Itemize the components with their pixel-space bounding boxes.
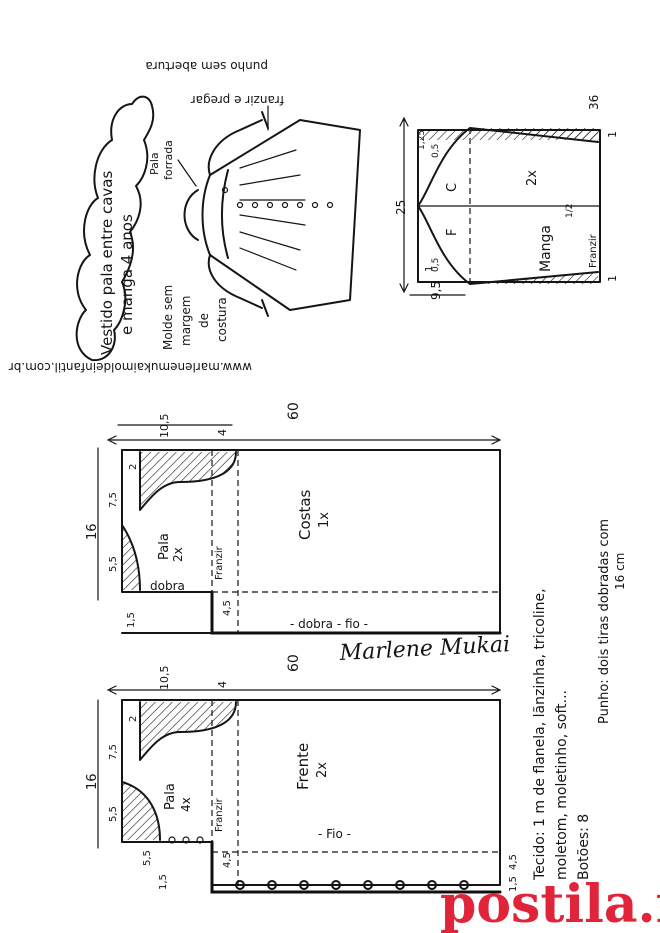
front-dim-10-5: 10,5 bbox=[158, 666, 171, 691]
front-fio: - Fio - bbox=[318, 827, 351, 841]
sleeve-dim-0-5b: 0,5 bbox=[431, 258, 441, 272]
sleeve-label: Manga bbox=[538, 225, 554, 272]
front-franzir: Franzir bbox=[214, 797, 225, 832]
front-dim-4-5b: 4,5 bbox=[508, 854, 519, 870]
front-dim-1-5b: 1,5 bbox=[508, 876, 519, 892]
front-dim-5-5a: 5,5 bbox=[108, 806, 119, 822]
back-dim-5-5: 5,5 bbox=[108, 556, 119, 572]
watermark: postila.ru bbox=[440, 874, 660, 933]
front-yoke-label: Pala bbox=[163, 783, 178, 810]
front-dim-7-5: 7,5 bbox=[108, 744, 119, 760]
sleeve-franzir: Franzir bbox=[588, 233, 599, 268]
signature: Marlene Mukai bbox=[338, 632, 511, 666]
back-dim-7-5: 7,5 bbox=[108, 492, 119, 508]
sleeve-dim-1-25: 1,25 bbox=[417, 130, 427, 150]
fabric-line2: moletom, moletinho, soft... bbox=[554, 690, 570, 880]
cuff-note-1: franzir e pregar bbox=[191, 93, 284, 107]
svg-text:postila.ru: postila.ru bbox=[440, 874, 660, 933]
sleeve-pattern: 25 9,5 36 1,25 0,5 0,5 1 1 1 C F 2x Mang… bbox=[394, 95, 619, 300]
front-dim-4: 4 bbox=[216, 681, 229, 688]
back-dobra: dobra bbox=[150, 579, 185, 593]
title-line1: Vestido pala entre cavas bbox=[98, 171, 116, 355]
front-dim-1-5: 1,5 bbox=[158, 874, 169, 890]
dress-sketch: Pala forrada franzir e pregar punho sem … bbox=[145, 59, 361, 317]
back-pattern: 60 10,5 4 2 16 7,5 5,5 1,5 4,5 Pala 2x d… bbox=[85, 402, 502, 635]
back-franzir: Franzir bbox=[214, 545, 225, 580]
sleeve-letter-c: C bbox=[445, 183, 460, 192]
front-yoke-count: 4x bbox=[179, 797, 193, 812]
back-dim-60: 60 bbox=[286, 402, 302, 420]
front-dim-4-5a: 4,5 bbox=[222, 852, 233, 868]
title-line2: e manga 4 anos bbox=[118, 214, 136, 335]
sketch-buttons bbox=[221, 186, 334, 209]
buttons-count: Botões: 8 bbox=[576, 814, 592, 880]
sleeve-dim-1c: 1 bbox=[606, 275, 619, 282]
sleeve-dim-0-5a: 0,5 bbox=[431, 144, 441, 158]
front-pattern: 60 10,5 4 2 16 7,5 5,5 5,5 1,5 4,5 4,5 1… bbox=[85, 654, 519, 894]
back-yoke-label: Pala bbox=[157, 533, 172, 560]
title-cloud: Vestido pala entre cavas e manga 4 anos bbox=[75, 95, 155, 362]
sleeve-dim-1a: 1 bbox=[424, 266, 435, 272]
back-dim-1-5: 1,5 bbox=[126, 612, 137, 628]
svg-text:Molde sem: Molde sem bbox=[161, 285, 175, 350]
collar-label-1: Pala bbox=[148, 152, 161, 175]
cuff-note-2: punho sem abertura bbox=[145, 59, 268, 73]
cuff-line2: 16 cm bbox=[613, 553, 627, 590]
back-yoke-count: 2x bbox=[171, 547, 185, 562]
back-dim-16: 16 bbox=[85, 523, 100, 540]
back-count: 1x bbox=[317, 512, 332, 528]
sleeve-dim-36: 36 bbox=[587, 95, 601, 110]
back-dim-2: 2 bbox=[128, 464, 139, 470]
svg-text:costura: costura bbox=[215, 297, 229, 342]
seam-allowance-note: Molde sem margem de costura bbox=[161, 285, 229, 350]
front-dim-5-5b: 5,5 bbox=[142, 850, 153, 866]
front-buttons bbox=[235, 880, 469, 890]
sleeve-count: 2x bbox=[525, 170, 540, 186]
svg-text:de: de bbox=[197, 313, 211, 328]
fabric-notes: Tecido: 1 m de flanela, lãnzinha, tricol… bbox=[532, 519, 627, 881]
back-dim-4: 4 bbox=[216, 429, 229, 436]
cuff-line1: Punho: dois tiras dobradas com bbox=[597, 519, 612, 724]
collar-label-2: forrada bbox=[162, 140, 175, 180]
back-dobra-fio: - dobra - fio - bbox=[290, 617, 368, 631]
back-dim-4-5: 4,5 bbox=[222, 600, 233, 616]
front-label: Frente bbox=[294, 743, 312, 790]
sleeve-dim-1b: 1 bbox=[606, 131, 619, 138]
front-count: 2x bbox=[315, 762, 330, 778]
website-text: www.marlenemukaimoldeinfantil.com.br bbox=[9, 360, 252, 374]
front-dim-2: 2 bbox=[128, 716, 139, 722]
sleeve-dim-half: 1/2 bbox=[565, 204, 575, 218]
fabric-line1: Tecido: 1 m de flanela, lãnzinha, tricol… bbox=[532, 588, 548, 881]
back-dim-10-5: 10,5 bbox=[158, 414, 171, 439]
front-dim-16: 16 bbox=[85, 773, 100, 790]
sleeve-dim-9-5: 9,5 bbox=[429, 281, 443, 300]
back-label: Costas bbox=[296, 489, 314, 540]
front-dim-60: 60 bbox=[286, 654, 302, 672]
sleeve-letter-f: F bbox=[445, 229, 460, 236]
sleeve-dim-25: 25 bbox=[394, 200, 408, 215]
svg-text:margem: margem bbox=[179, 296, 193, 346]
